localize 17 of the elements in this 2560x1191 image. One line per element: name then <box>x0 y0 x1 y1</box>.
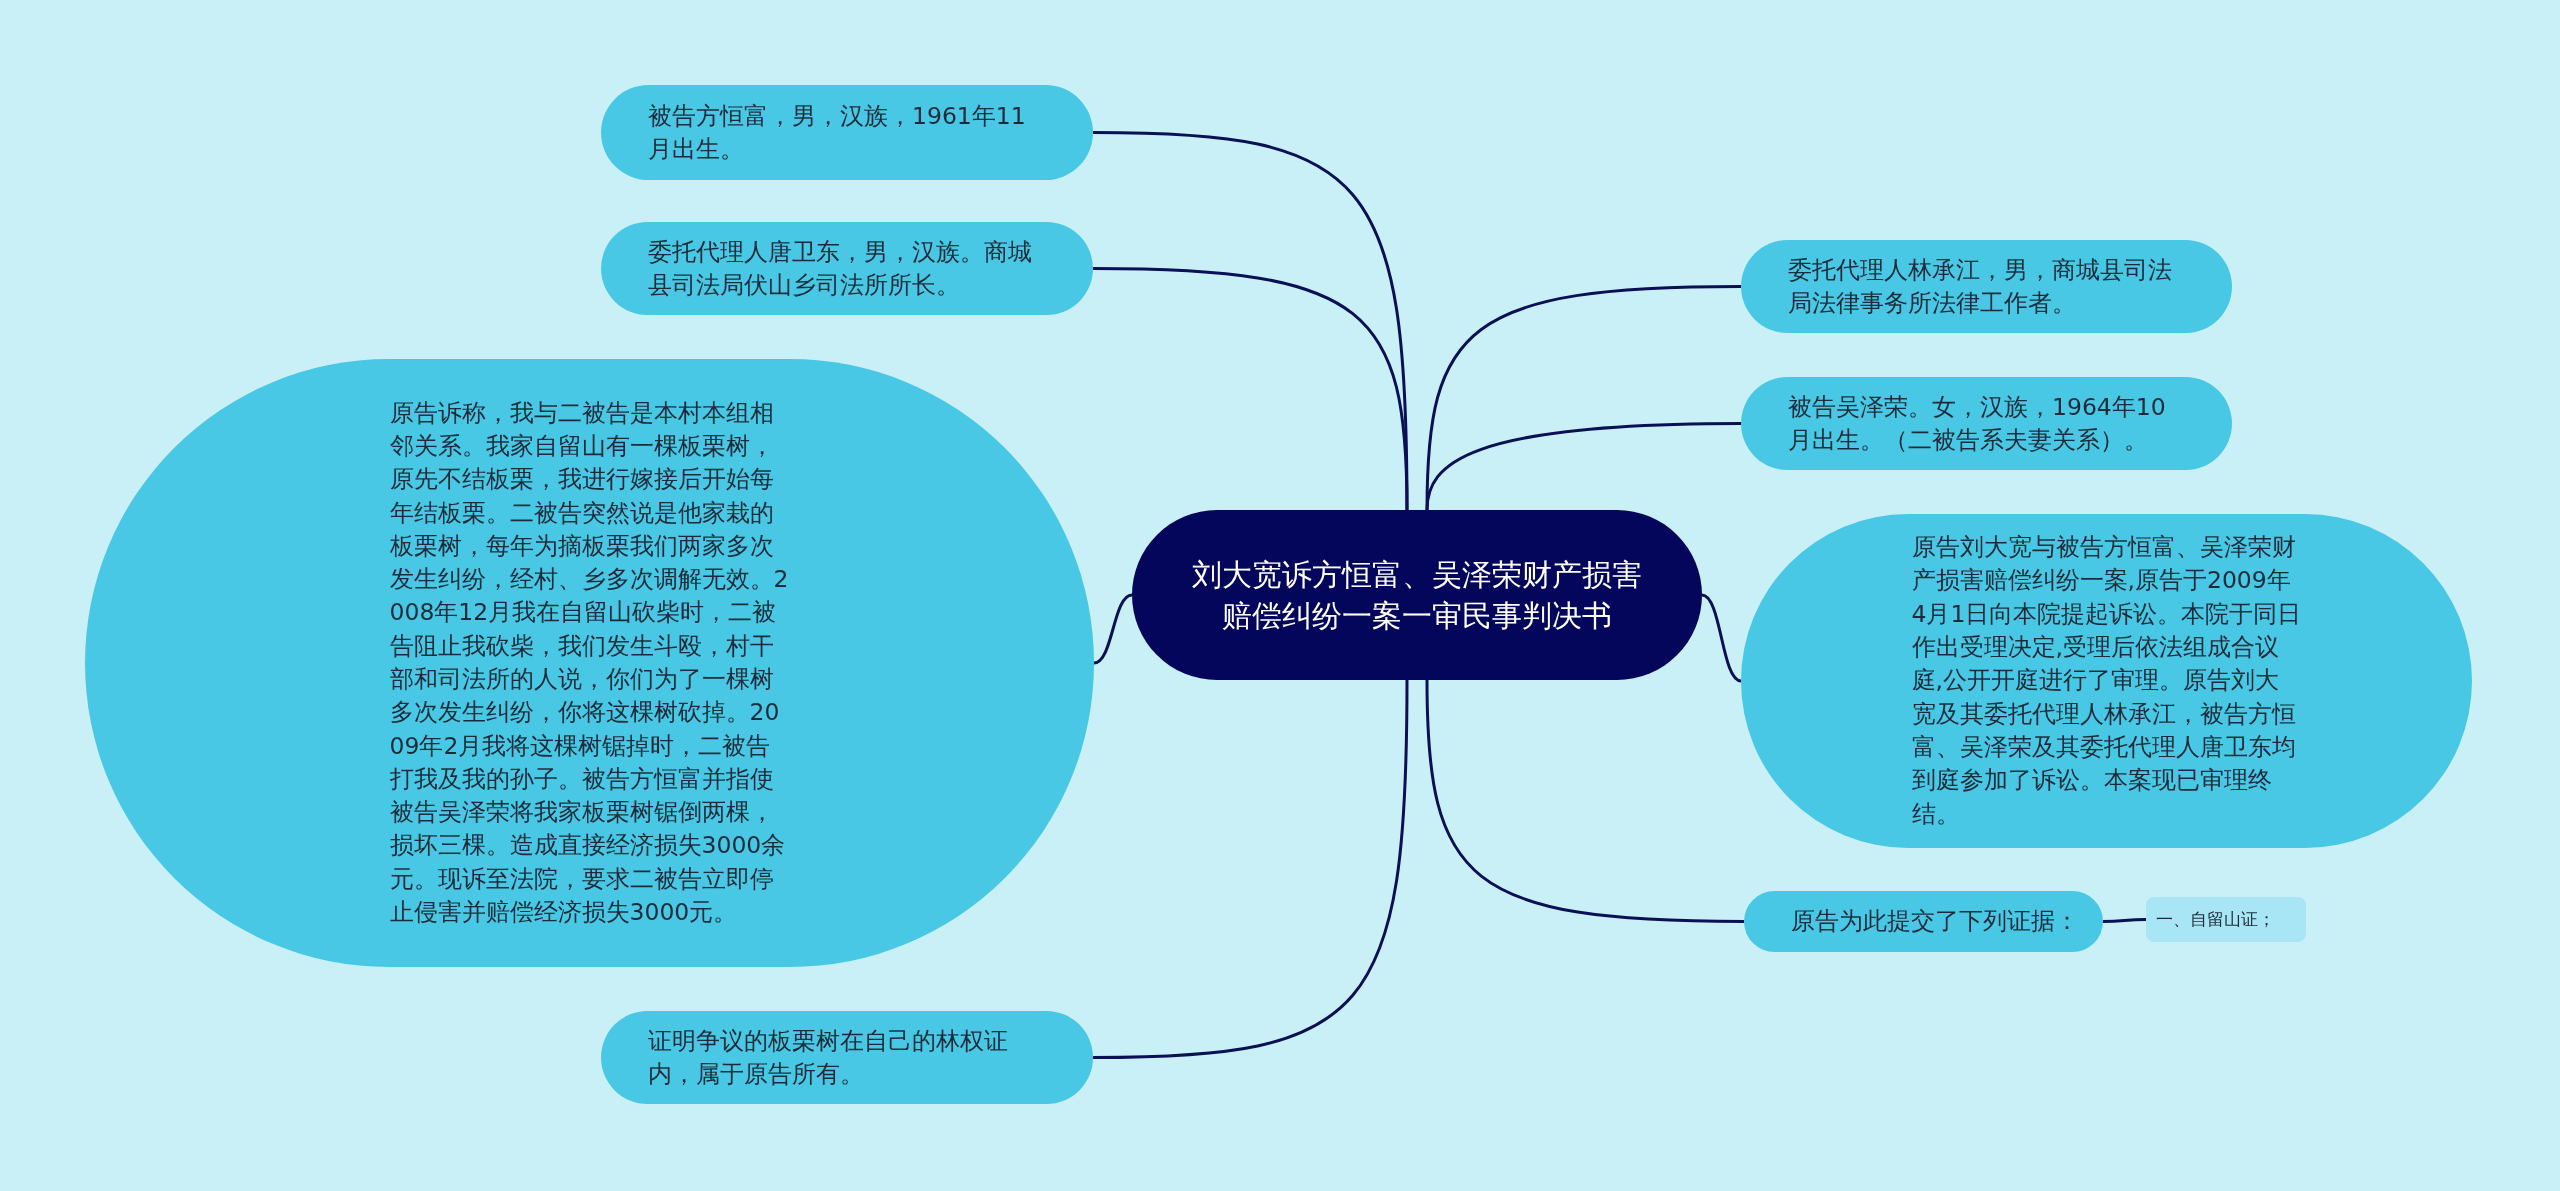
topic-bubble: 原告刘大宽与被告方恒富、吴泽荣财产损害赔偿纠纷一案,原告于2009年4月1日向本院提起诉讼。本院于同日作出受理决定,受理后依法组成合议庭,公开开庭进行了审理。原告刘大宽及其委托代理人林承江，被告方恒富、吴泽荣及其委托代理人唐卫东均到庭参加了诉讼。本案现已审理终结。 <box>1741 514 2472 848</box>
topic-bubble: 原告为此提交了下列证据： <box>1744 891 2103 952</box>
connector-line <box>1093 593 1133 665</box>
topic-bubble: 被告方恒富，男，汉族，1961年11月出生。 <box>601 85 1093 180</box>
connector-line <box>1425 679 1745 923</box>
topic-bubble: 被告吴泽荣。女，汉族，1964年10月出生。（二被告系夫妻关系）。 <box>1741 377 2232 470</box>
connector-line <box>1425 422 1742 511</box>
central-topic-bubble: 刘大宽诉方恒富、吴泽荣财产损害赔偿纠纷一案一审民事判决书 <box>1132 510 1702 680</box>
topic-bubble: 委托代理人唐卫东，男，汉族。商城县司法局伏山乡司法所所长。 <box>601 222 1093 315</box>
topic-bubble: 原告诉称，我与二被告是本村本组相邻关系。我家自留山有一棵板栗树，原先不结板栗，我进行嫁接后开始每年结板栗。二被告突然说是他家栽的板栗树，每年为摘板栗我们两家多次发生纠纷，经村、乡多次调解无效。2008年12月我在自留山砍柴时，二被告阻止我砍柴，我们发生斗殴，村干部和司法所的人说，你们为了一棵树多次发生纠纷，你将这棵树砍掉。2009年2月我将这棵树锯掉时，二被告打我及我的孙子。被告方恒富并指使被告吴泽荣将我家板栗树锯倒两棵，损坏三棵。造成直接经济损失3000余元。现诉至法院，要求二被告立即停止侵害并赔偿经济损失3000元。 <box>85 359 1094 967</box>
connector-line <box>1092 680 1409 1059</box>
topic-bubble: 委托代理人林承江，男，商城县司法局法律事务所法律工作者。 <box>1741 240 2232 333</box>
connector-line <box>2103 918 2146 923</box>
topic-bubble: 证明争议的板栗树在自己的林权证内，属于原告所有。 <box>601 1011 1093 1104</box>
connector-line <box>1701 593 1742 683</box>
subtopic-box: 一、自留山证； <box>2146 897 2306 942</box>
connector-line <box>1092 267 1409 511</box>
